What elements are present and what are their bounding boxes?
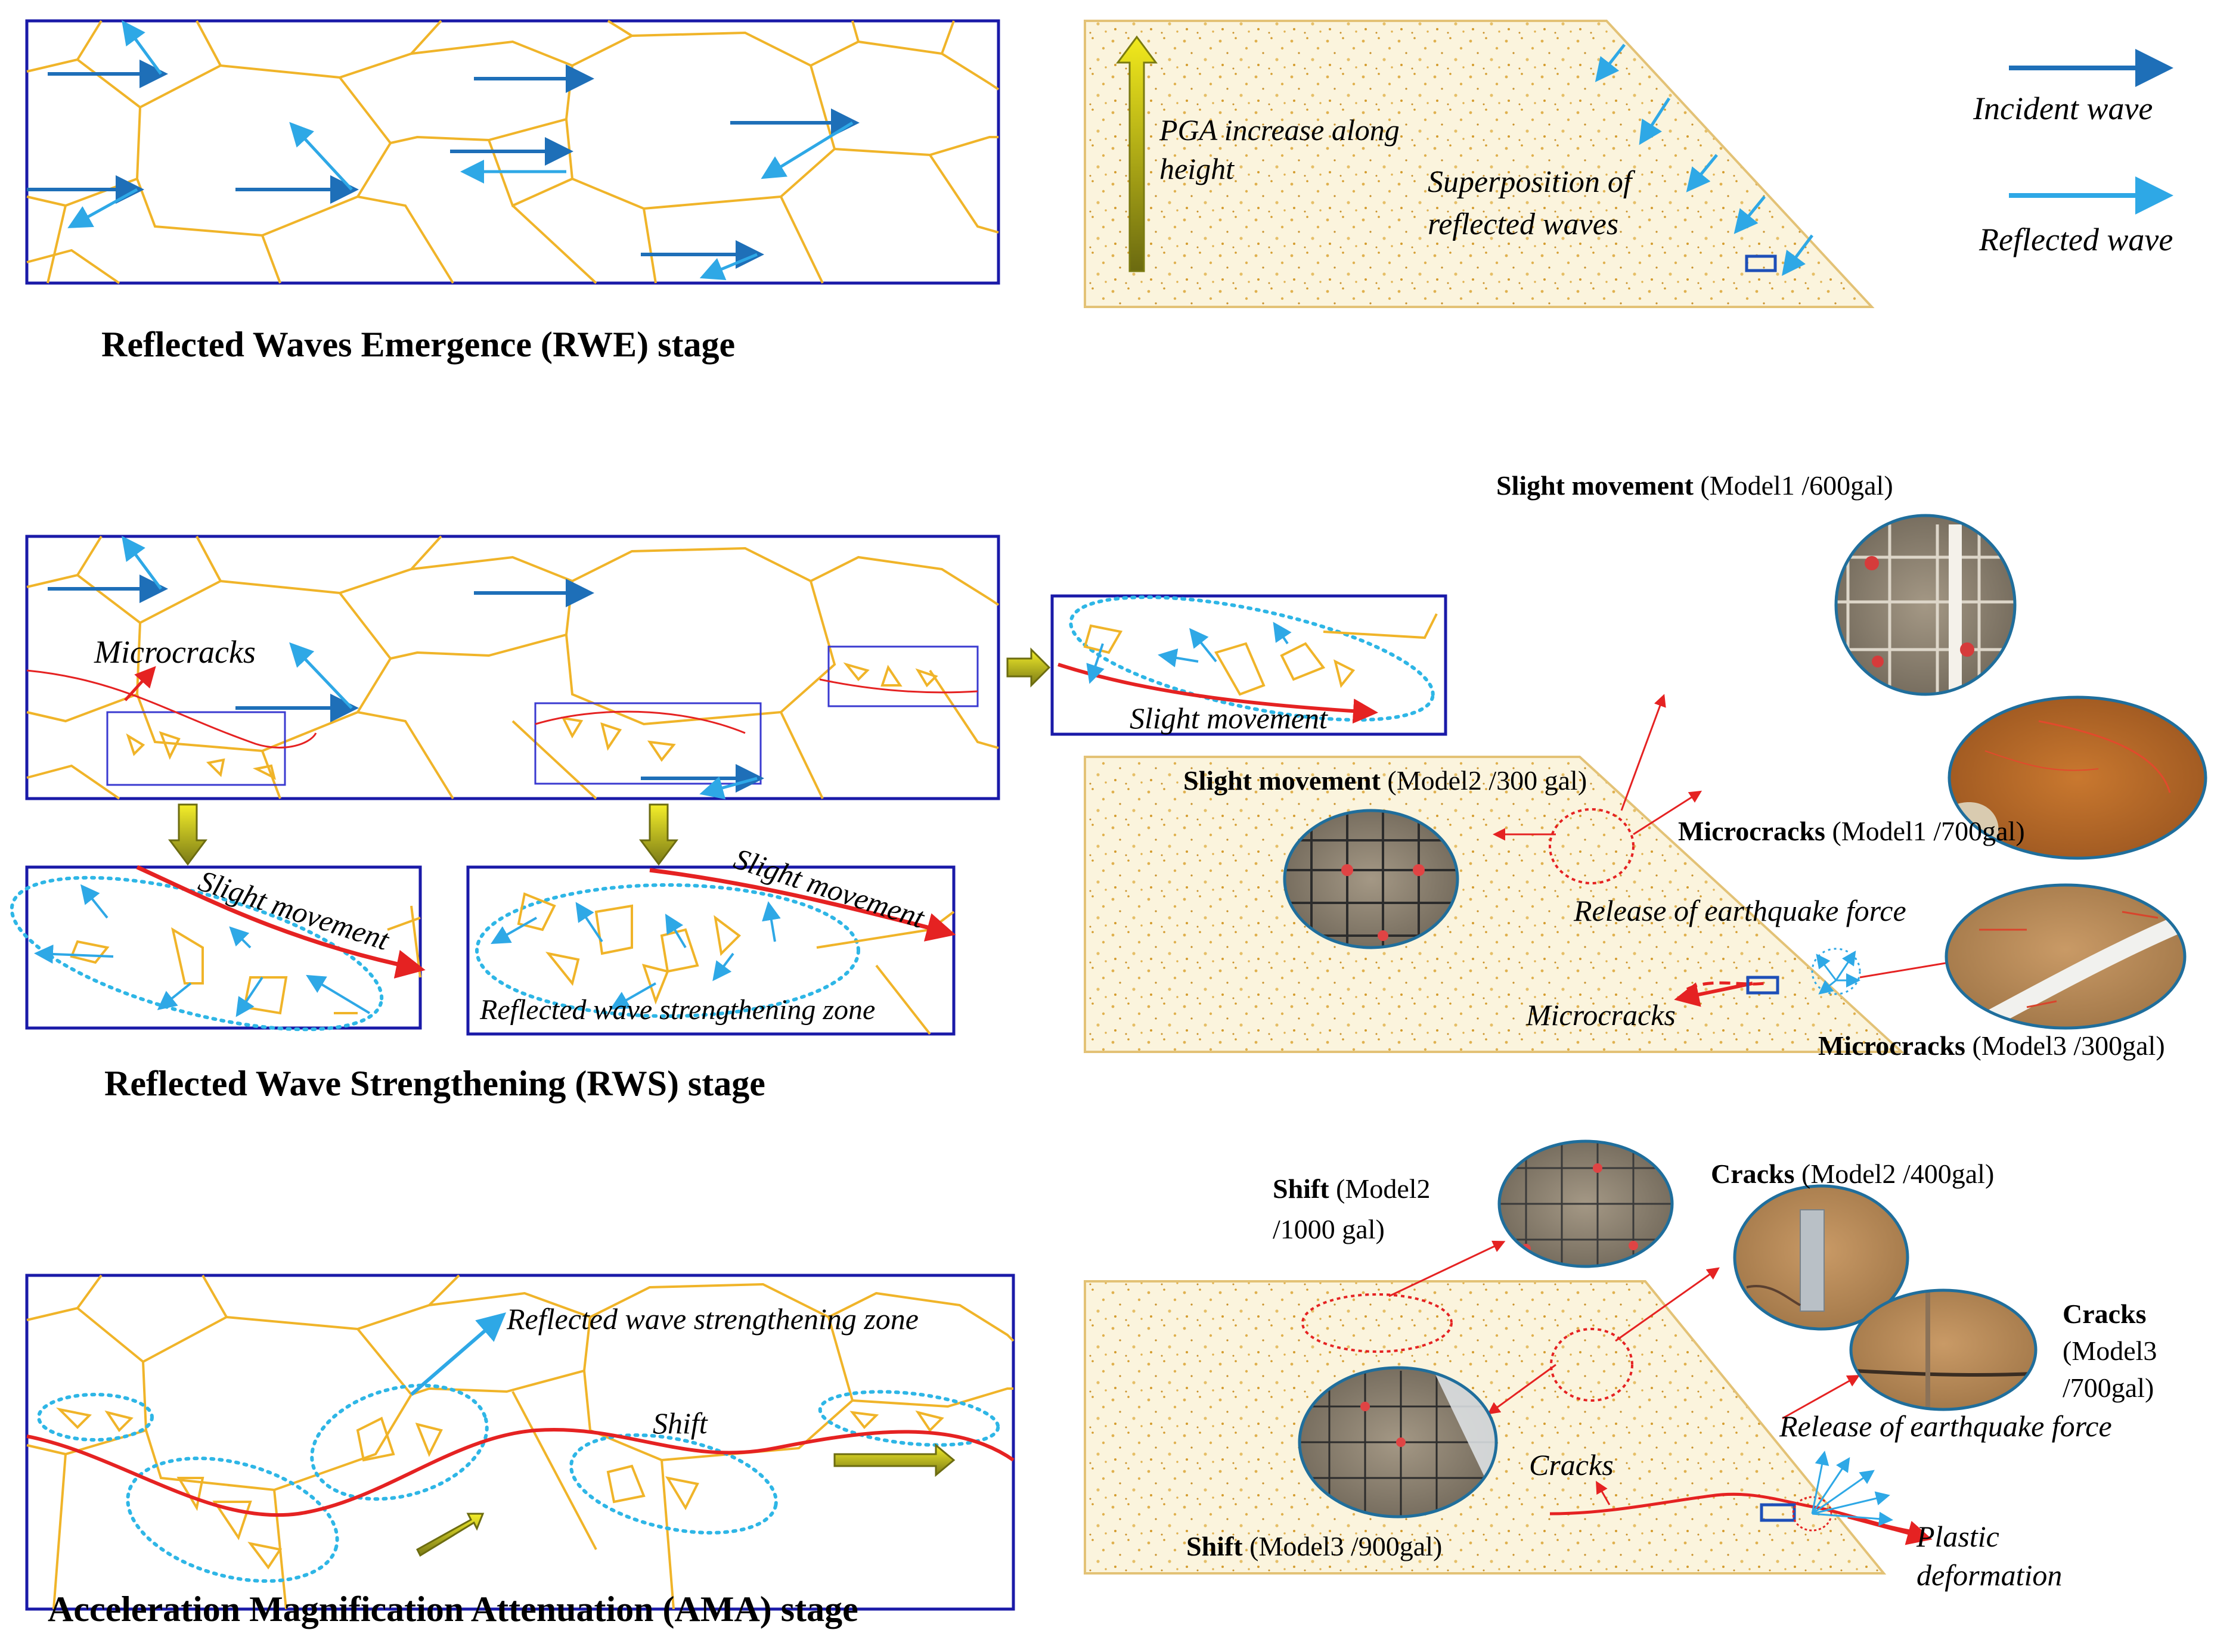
reflected-wave-arrow xyxy=(1782,234,1813,276)
rws-zoom-panel-2: Slight movement Reflected wave strengthe… xyxy=(466,841,956,1036)
caption-model3-700gal-title: Cracks xyxy=(2063,1299,2147,1329)
zoom-arrow-right xyxy=(1006,647,1051,688)
photo-model2-400gal xyxy=(1733,1184,1909,1331)
rws-slope-diagram: Release of earthquake force Microcracks xyxy=(1084,694,1971,1053)
microcrack-line xyxy=(535,710,746,734)
pga-increase-arrow xyxy=(1116,35,1158,272)
legend: Incident wave Reflected wave xyxy=(1973,49,2173,257)
rws-zoom-box-1 xyxy=(106,711,286,786)
caption-model1-600gal: Slight movement (Model1 /600gal) xyxy=(1496,470,1893,501)
reflected-wave-arrow xyxy=(1639,97,1671,145)
reflected-wave-legend-label: Reflected wave xyxy=(1978,222,2173,257)
strengthening-zone-label: Reflected wave strengthening zone xyxy=(479,994,875,1026)
caption-model2-300gal: Slight movement (Model2 /300 gal) xyxy=(1183,765,1587,796)
microcrack-line xyxy=(26,669,317,749)
ama-cracks-label: Cracks xyxy=(1529,1448,1614,1482)
plastic-deformation-label: Plastic xyxy=(1916,1520,1999,1553)
photo-model3-700gal xyxy=(1849,1288,2038,1411)
reflected-wave-arrow xyxy=(699,253,758,281)
rwe-particle-panel xyxy=(25,19,1000,285)
reflected-wave-arrow xyxy=(122,20,163,75)
caption-model3-900gal: Shift (Model3 /900gal) xyxy=(1186,1531,1442,1561)
rws-microcracks-label: Microcracks xyxy=(94,634,256,670)
microcrack-line xyxy=(819,678,978,694)
shift-label: Shift xyxy=(653,1406,708,1440)
reflected-wave-arrow xyxy=(122,535,163,590)
rws-particle-panel: Microcracks xyxy=(25,535,1000,800)
caption-model2-1000gal: Shift (Model2 xyxy=(1273,1173,1431,1204)
rws-zoom-box-2 xyxy=(534,702,762,785)
ama-release-label: Release of earthquake force xyxy=(1779,1409,2112,1443)
reflected-wave-arrow xyxy=(1595,44,1626,82)
rws-zoom-panel-right: Slight movement xyxy=(1050,594,1447,736)
caption-model3-300gal: Microcracks (Model3 /300gal) xyxy=(1818,1030,2165,1061)
photo-model1-600gal xyxy=(1834,514,2017,696)
zoom-arrows-down xyxy=(168,803,678,866)
caption-model3-700gal-line2: /700gal) xyxy=(2063,1372,2154,1403)
rws-slope-microcracks-label: Microcracks xyxy=(1525,998,1676,1032)
ama-particle-panel: Reflected wave strengthening zone Shift xyxy=(25,1274,1015,1611)
photo-model3-300gal xyxy=(1945,883,2187,1030)
slight-movement-label: Slight movement xyxy=(1130,701,1328,735)
caption-model1-700gal: Microcracks (Model1 /700gal) xyxy=(1678,816,2025,846)
reflected-wave-arrow xyxy=(67,188,138,228)
reflected-wave-arrow xyxy=(761,121,854,179)
microcrack-arrow xyxy=(124,666,156,701)
reflected-wave-arrow xyxy=(289,122,353,191)
reflected-wave-arrow xyxy=(289,642,353,709)
rws-release-label: Release of earthquake force xyxy=(1573,894,1906,927)
ama-strengthening-zone-label: Reflected wave strengthening zone xyxy=(506,1302,919,1336)
reflected-wave-arrow xyxy=(1686,154,1718,192)
rws-zoom-box-3 xyxy=(827,645,979,707)
monitoring-box xyxy=(1745,254,1777,272)
rwe-slope-diagram: PGA increase along height Superposition … xyxy=(1084,20,1875,308)
caption-model3-700gal: (Model3 xyxy=(2063,1336,2157,1366)
shift-slip-line xyxy=(26,1428,1015,1517)
reflected-wave-arrow xyxy=(1733,195,1766,234)
pga-label: PGA increase along xyxy=(1159,113,1400,147)
rwe-stage-title: Reflected Waves Emergence (RWE) stage xyxy=(101,325,735,364)
reflected-wave-arrow xyxy=(699,776,758,800)
caption-model2-400gal: Cracks (Model2 /400gal) xyxy=(1711,1159,1994,1189)
superposition-label: Superposition of xyxy=(1428,165,1636,199)
incident-wave-legend-label: Incident wave xyxy=(1973,91,2153,126)
superposition-label-line2: reflected waves xyxy=(1428,207,1618,241)
caption-model2-1000gal-line2: /1000 gal) xyxy=(1273,1214,1385,1244)
reflected-wave-arrow xyxy=(410,1312,507,1396)
rwe-wave-arrows xyxy=(27,20,860,281)
ama-stage-title: Acceleration Magnification Attenuation (… xyxy=(48,1589,858,1629)
photo-model2-1000gal xyxy=(1497,1139,1674,1268)
rws-stage-title: Reflected Wave Strengthening (RWS) stage xyxy=(104,1064,765,1103)
pga-label-line2: height xyxy=(1159,152,1235,185)
plastic-deformation-label-line2: deformation xyxy=(1917,1558,2062,1592)
rws-zoom-panel-1: Slight movement xyxy=(10,864,426,1032)
